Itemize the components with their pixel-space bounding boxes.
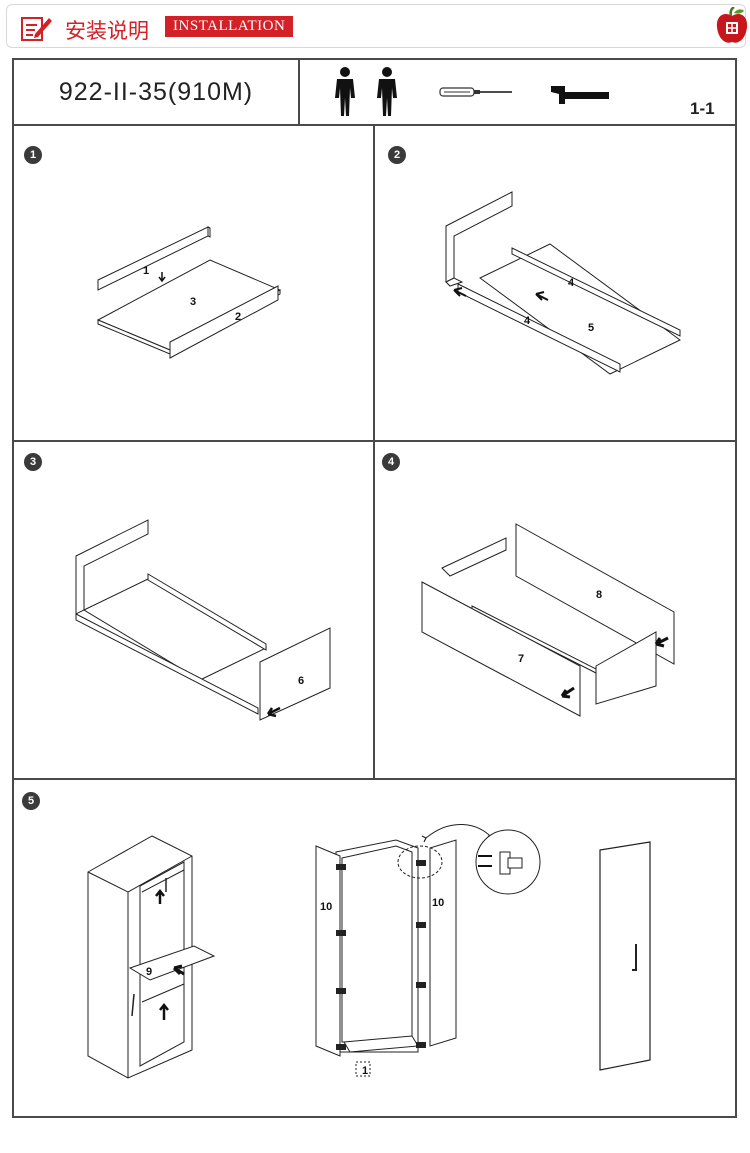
divider bbox=[14, 124, 735, 126]
person-icon bbox=[335, 67, 355, 116]
step-5-doors-diagram: 10 10 1 bbox=[315, 824, 541, 1077]
model-number: 922-II-35(910M) bbox=[58, 77, 254, 106]
part-1-label-bottom: 1 bbox=[362, 1065, 368, 1077]
part-4-label-top: 4 bbox=[568, 277, 575, 289]
part-2-label: 2 bbox=[235, 311, 241, 323]
step-4-diagram: 7 8 bbox=[421, 523, 675, 717]
tools-row bbox=[335, 67, 609, 116]
apple-logo-icon bbox=[716, 7, 748, 43]
step-3-diagram: 6 bbox=[75, 519, 331, 721]
instruction-frame bbox=[12, 58, 737, 1118]
header-title-cn: 安装说明 bbox=[65, 19, 149, 43]
header-title-en: INSTALLATION bbox=[165, 16, 294, 37]
step-3-badge: 3 bbox=[24, 453, 42, 471]
part-10-label-left: 10 bbox=[320, 901, 332, 913]
part-4-label-bottom: 4 bbox=[524, 315, 531, 327]
page-number: 1-1 bbox=[690, 99, 715, 118]
part-9-label: 9 bbox=[146, 966, 152, 978]
part-8-label: 8 bbox=[596, 589, 602, 601]
divider bbox=[14, 778, 735, 780]
part-7-label: 7 bbox=[518, 653, 524, 665]
step-2-badge: 2 bbox=[388, 146, 406, 164]
edit-document-icon bbox=[21, 17, 52, 41]
step-4-badge: 4 bbox=[382, 453, 400, 471]
part-5-label: 5 bbox=[588, 322, 594, 334]
part-3-label: 3 bbox=[190, 296, 196, 308]
hammer-icon bbox=[551, 86, 609, 104]
step-2-diagram: 4 4 5 bbox=[445, 191, 681, 375]
step-1-badge: 1 bbox=[24, 146, 42, 164]
step-5-badge: 5 bbox=[22, 792, 40, 810]
divider bbox=[373, 126, 375, 778]
top-bar: 安装说明 INSTALLATION bbox=[6, 4, 748, 48]
part-1-label: 1 bbox=[143, 265, 149, 277]
step-1-diagram: 1 2 3 bbox=[96, 226, 282, 359]
screwdriver-icon bbox=[439, 87, 512, 97]
part-10-label-right: 10 bbox=[432, 897, 444, 909]
step-5-cabinet-diagram: 9 bbox=[87, 835, 216, 1079]
step-5-finished-diagram bbox=[599, 841, 651, 1071]
part-6-label: 6 bbox=[298, 675, 304, 687]
person-icon bbox=[377, 67, 397, 116]
hinge-detail bbox=[475, 829, 541, 895]
divider bbox=[298, 60, 300, 124]
